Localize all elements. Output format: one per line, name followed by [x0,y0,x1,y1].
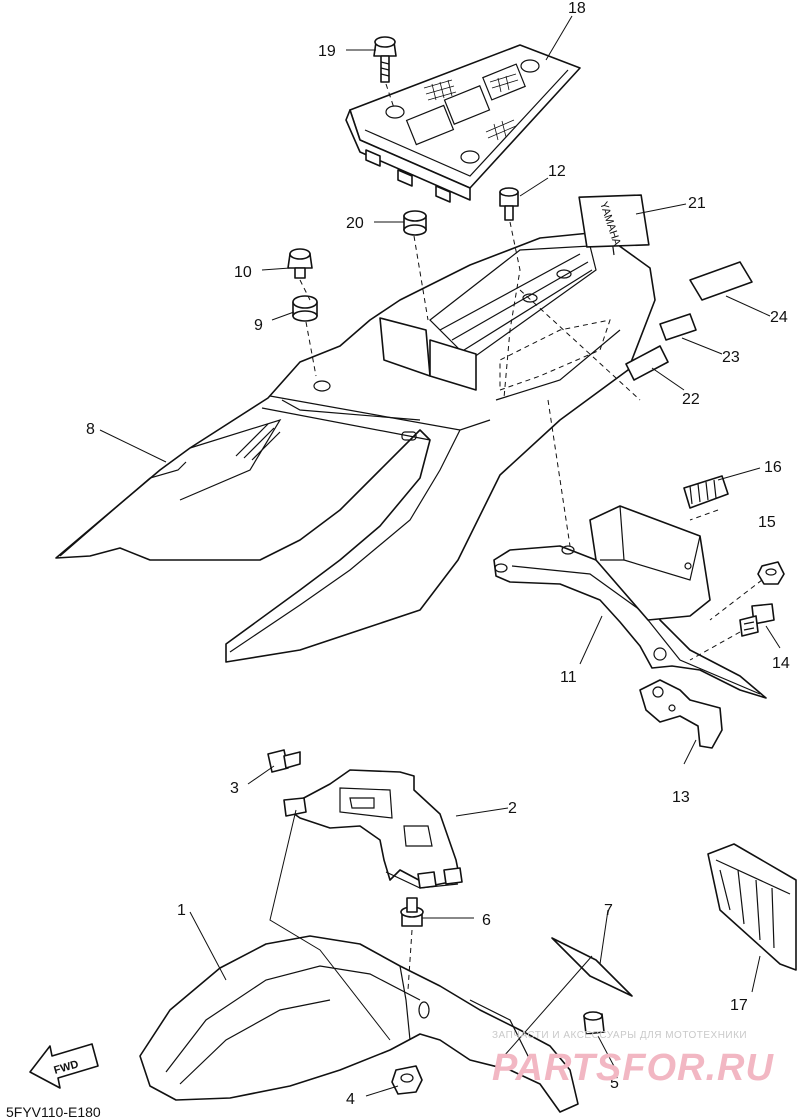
part-17-flap [707,843,797,971]
callout-2: 2 [508,800,517,817]
callout-6: 6 [482,912,491,929]
callout-19: 19 [318,43,336,60]
callout-7: 7 [604,902,613,919]
callout-11: 11 [560,669,577,686]
part-3-bolt [267,749,301,773]
part-23-decal [659,313,697,341]
callout-8: 8 [86,421,95,438]
part-24-decal [689,261,753,301]
part-22-decal [625,345,669,381]
callout-14: 14 [772,655,790,672]
callout-3: 3 [230,780,239,797]
callout-18: 18 [568,0,586,17]
part-20-collar [403,210,427,236]
callout-numbers: 1 2 3 4 5 6 7 8 9 10 11 12 13 14 15 16 1… [86,0,790,1108]
part-21-decal: YAMAHA [578,194,650,248]
part-16-box [589,475,729,621]
part-15-nut [757,561,785,585]
part-7-plate [551,937,633,997]
callout-20: 20 [346,215,364,232]
callout-16: 16 [764,459,782,476]
part-10-bolt [287,248,313,279]
watermark: ЗАПЧАСТИ И АКСЕССУАРЫ ДЛЯ МОТОТЕХНИКИ PA… [492,1030,774,1089]
part-2-fender-bracket [283,769,463,889]
part-9-collar [292,295,318,322]
part-14-bolt [739,603,775,637]
callout-5: 5 [610,1075,619,1092]
part-6-bolt [400,897,424,927]
callout-1: 1 [177,902,186,919]
leader-lines [99,15,781,1097]
callout-22: 22 [682,391,700,408]
diagram-code: 5FYV110-E180 [6,1104,101,1120]
callout-21: 21 [688,195,706,212]
watermark-brand: PARTSFOR.RU [492,1047,774,1089]
part-18-carrier [345,44,581,203]
callout-13: 13 [672,789,690,806]
callout-24: 24 [770,309,788,326]
part-12-bolt [499,187,519,221]
part-5-grommet [583,1011,605,1035]
callout-9: 9 [254,317,263,334]
callout-4: 4 [346,1091,355,1108]
fwd-arrow-icon: FWD [29,1043,99,1089]
part-4-nut [391,1065,423,1095]
callout-17: 17 [730,997,748,1014]
watermark-tagline: ЗАПЧАСТИ И АКСЕССУАРЫ ДЛЯ МОТОТЕХНИКИ [492,1030,747,1041]
callout-15: 15 [758,514,776,531]
callout-10: 10 [234,264,252,281]
part-19-bolt [373,36,397,83]
callout-23: 23 [722,349,740,366]
part-13-bracket [639,679,723,749]
part-1-rear-fender [139,935,579,1113]
part-8-rear-cowl [55,224,656,663]
callout-12: 12 [548,163,566,180]
